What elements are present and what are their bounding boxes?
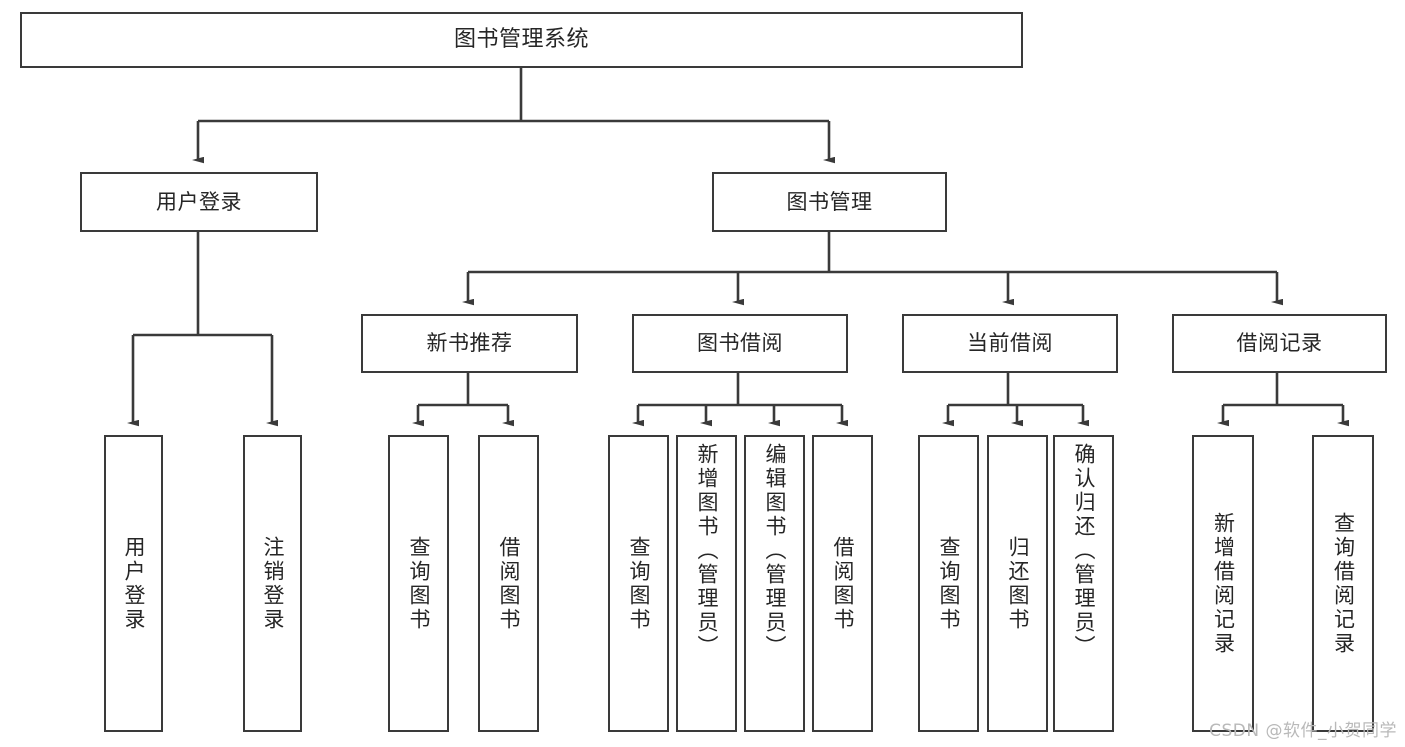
leaf-add-book-admin[interactable]: 新增图书（管理员） xyxy=(676,435,737,732)
node-label: 编辑图书（管理员） xyxy=(763,443,787,659)
node-book-management[interactable]: 图书管理 xyxy=(712,172,947,232)
node-book-borrow[interactable]: 图书借阅 xyxy=(632,314,848,373)
node-label: 查询图书 xyxy=(937,535,961,632)
node-new-book-recommend[interactable]: 新书推荐 xyxy=(361,314,578,373)
node-label: 借阅记录 xyxy=(1236,331,1323,356)
node-label: 新增借阅记录 xyxy=(1211,511,1236,656)
node-label: 当前借阅 xyxy=(967,331,1053,356)
node-label: 借阅图书 xyxy=(497,535,521,632)
node-label: 确认归还（管理员） xyxy=(1072,443,1096,659)
node-user-login[interactable]: 用户登录 xyxy=(80,172,318,232)
node-label: 图书管理系统 xyxy=(453,27,589,53)
leaf-add-borrow-record[interactable]: 新增借阅记录 xyxy=(1192,435,1254,732)
node-label: 图书管理 xyxy=(786,189,873,214)
node-current-borrow[interactable]: 当前借阅 xyxy=(902,314,1118,373)
leaf-query-borrow-record[interactable]: 查询借阅记录 xyxy=(1312,435,1374,732)
leaf-user-login[interactable]: 用户登录 xyxy=(104,435,163,732)
node-label: 归还图书 xyxy=(1006,535,1030,632)
leaf-borrow-book-recommend[interactable]: 借阅图书 xyxy=(478,435,539,732)
leaf-borrow-book[interactable]: 借阅图书 xyxy=(812,435,873,732)
node-label: 查询借阅记录 xyxy=(1331,511,1356,656)
node-label: 用户登录 xyxy=(156,189,242,214)
leaf-confirm-return-admin[interactable]: 确认归还（管理员） xyxy=(1053,435,1114,732)
node-label: 新增图书（管理员） xyxy=(695,443,719,659)
node-label: 用户登录 xyxy=(122,535,146,632)
node-label: 注销登录 xyxy=(261,535,285,632)
leaf-query-book-current[interactable]: 查询图书 xyxy=(918,435,979,732)
node-label: 借阅图书 xyxy=(831,535,855,632)
node-borrow-record[interactable]: 借阅记录 xyxy=(1172,314,1387,373)
node-label: 查询图书 xyxy=(407,535,431,632)
node-root-system[interactable]: 图书管理系统 xyxy=(20,12,1023,68)
node-label: 图书借阅 xyxy=(697,331,783,356)
leaf-query-book-recommend[interactable]: 查询图书 xyxy=(388,435,449,732)
leaf-return-book[interactable]: 归还图书 xyxy=(987,435,1048,732)
node-label: 查询图书 xyxy=(627,535,651,632)
leaf-edit-book-admin[interactable]: 编辑图书（管理员） xyxy=(744,435,805,732)
node-label: 新书推荐 xyxy=(426,331,513,356)
leaf-query-book-borrow[interactable]: 查询图书 xyxy=(608,435,669,732)
leaf-logout[interactable]: 注销登录 xyxy=(243,435,302,732)
